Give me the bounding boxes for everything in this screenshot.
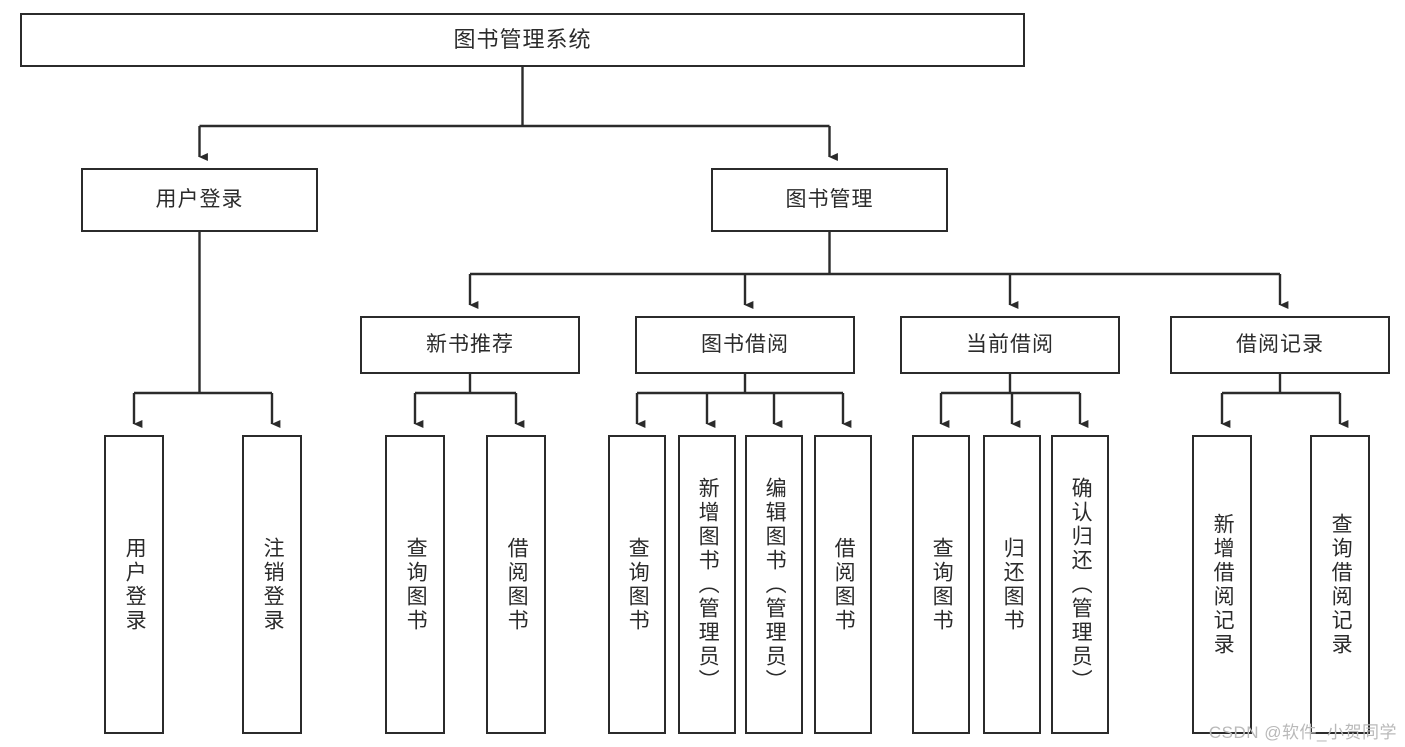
node-label: 借阅图书 [832,536,856,633]
node-current[interactable]: 当前借阅 [900,316,1120,374]
node-label: 查询借阅记录 [1329,512,1353,657]
node-l6[interactable]: 新增图书（管理员） [678,435,736,734]
node-label: 图书管理系统 [453,27,592,53]
node-l4[interactable]: 借阅图书 [486,435,546,734]
csdn-watermark: CSDN @软件_小贺同学 [1208,723,1397,742]
node-newbooks[interactable]: 新书推荐 [360,316,580,374]
node-login[interactable]: 用户登录 [81,168,318,232]
node-label: 新增借阅记录 [1211,512,1235,657]
node-label: 注销登录 [261,536,285,633]
node-label: 新书推荐 [426,332,514,356]
node-borrow[interactable]: 图书借阅 [635,316,855,374]
node-label: 借阅记录 [1236,332,1324,356]
node-l5[interactable]: 查询图书 [608,435,666,734]
node-records[interactable]: 借阅记录 [1170,316,1390,374]
node-l1[interactable]: 用户登录 [104,435,164,734]
node-label: 用户登录 [155,187,244,211]
node-label: 当前借阅 [966,332,1054,356]
node-label: 编辑图书（管理员） [763,476,787,693]
node-l11[interactable]: 确认归还（管理员） [1051,435,1109,734]
node-l12[interactable]: 新增借阅记录 [1192,435,1252,734]
node-root[interactable]: 图书管理系统 [20,13,1025,67]
node-label: 用户登录 [123,536,147,633]
node-l13[interactable]: 查询借阅记录 [1310,435,1370,734]
node-label: 图书借阅 [701,332,789,356]
node-label: 查询图书 [404,536,428,633]
node-l3[interactable]: 查询图书 [385,435,445,734]
node-label: 查询图书 [626,536,650,633]
node-l7[interactable]: 编辑图书（管理员） [745,435,803,734]
node-label: 归还图书 [1001,536,1025,633]
node-label: 新增图书（管理员） [696,476,720,693]
node-l9[interactable]: 查询图书 [912,435,970,734]
node-label: 图书管理 [785,187,874,211]
node-label: 确认归还（管理员） [1069,476,1093,693]
node-label: 查询图书 [930,536,954,633]
node-l10[interactable]: 归还图书 [983,435,1041,734]
node-l2[interactable]: 注销登录 [242,435,302,734]
node-bookmgmt[interactable]: 图书管理 [711,168,948,232]
node-label: 借阅图书 [505,536,529,633]
node-l8[interactable]: 借阅图书 [814,435,872,734]
